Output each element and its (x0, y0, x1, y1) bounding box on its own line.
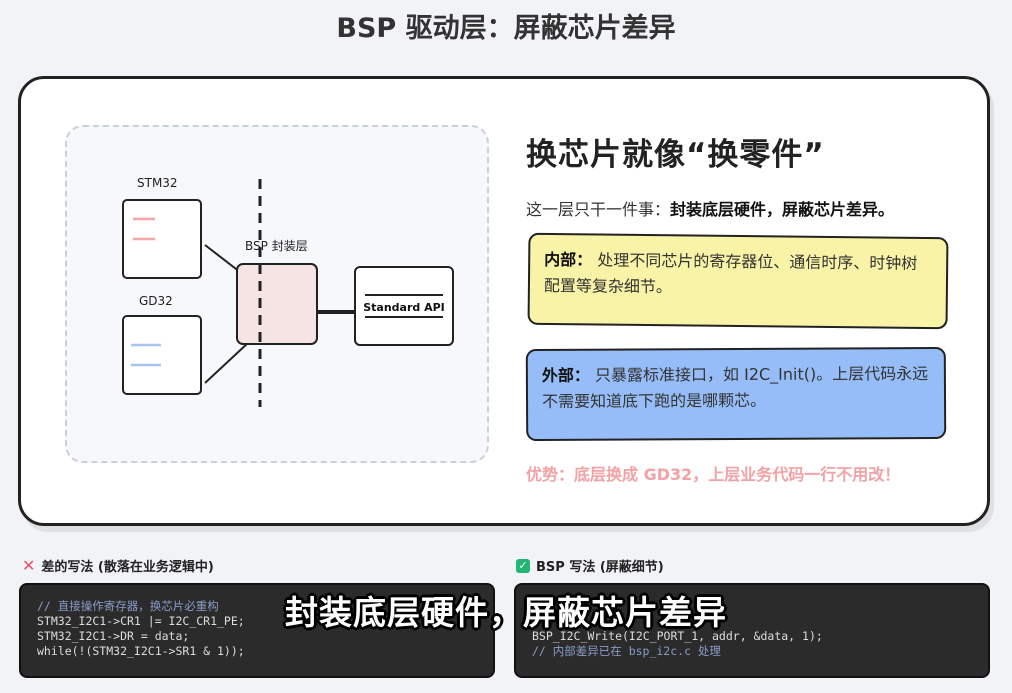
code-line: // 直接操作寄存器，换芯片必重构 (37, 599, 219, 613)
code-line: while(!(STM32_I2C1->SR1 & 1)); (37, 644, 245, 658)
bsp-layer-box (236, 263, 318, 345)
code-line: BSP_I2C_Write(I2C_PORT_1, addr, &data, 1… (532, 629, 823, 643)
bad-code-heading: ✕ 差的写法 (散落在业务逻辑中) (22, 556, 214, 575)
intro: 这一层只干一件事：封装底层硬件，屏蔽芯片差异。 (526, 196, 966, 220)
chip-b-box (122, 315, 202, 395)
main-card: STM32 GD32 BSP 封装层 Standard API 换芯片就像“换零… (18, 76, 990, 526)
bad-code-label: 差的写法 (散落在业务逻辑中) (41, 560, 214, 575)
good-code-label: BSP 写法 (屏蔽细节) (536, 560, 664, 575)
code-line: STM32_I2C1->DR = data; (37, 629, 190, 643)
video-subtitle: 封装底层硬件，屏蔽芯片差异 (285, 593, 727, 632)
api-box (354, 266, 454, 346)
bsp-diagram: STM32 GD32 BSP 封装层 Standard API (122, 176, 454, 407)
cross-icon: ✕ (22, 556, 36, 575)
inner-text: 处理不同芯片的寄存器位、通信时序、时钟树配置等复杂细节。 (543, 250, 918, 297)
outer-info-box: 外部： 只暴露标准接口，如 I2C_Init()。上层代码永远不需要知道底下跑的… (525, 346, 947, 442)
intro-bold: 封装底层硬件，屏蔽芯片差异。 (670, 200, 895, 219)
connector-gd32 (204, 341, 250, 384)
bsp-layer-label: BSP 封装层 (245, 239, 308, 253)
diagram-panel: STM32 GD32 BSP 封装层 Standard API (65, 125, 489, 463)
good-code-block: BSP_I2C_Write(I2C_PORT_1, addr, &data, 1… (514, 583, 990, 678)
chip-a-label: STM32 (137, 176, 178, 190)
text-panel: 换芯片就像“换零件” 这一层只干一件事：封装底层硬件，屏蔽芯片差异。 内部： 处… (525, 129, 966, 484)
advantage-note: 优势：底层换成 GD32，上层业务代码一行不用改！ (526, 465, 901, 484)
inner-label: 内部： (544, 249, 593, 270)
inner-info-box: 内部： 处理不同芯片的寄存器位、通信时序、时钟树配置等复杂细节。 (527, 232, 949, 330)
chip-b-label: GD32 (139, 294, 173, 308)
code-line: STM32_I2C1->CR1 |= I2C_CR1_PE; (37, 614, 245, 628)
headline: 换芯片就像“换零件” (526, 137, 825, 173)
page-title: BSP 驱动层：屏蔽芯片差异 (336, 13, 676, 44)
outer-text: 只暴露标准接口，如 I2C_Init()。上层代码永远不需要知道底下跑的是哪颗芯… (541, 363, 929, 412)
intro-plain: 这一层只干一件事： (526, 200, 671, 219)
code-line: // 内部差异已在 bsp_i2c.c 处理 (532, 644, 721, 658)
outer-label: 外部： (541, 365, 590, 386)
good-code-heading: ✓ BSP 写法 (屏蔽细节) (516, 556, 664, 575)
api-label: Standard API (363, 301, 445, 314)
bad-code-block: // 直接操作寄存器，换芯片必重构 STM32_I2C1->CR1 |= I2C… (19, 583, 495, 678)
check-icon: ✓ (516, 558, 530, 573)
